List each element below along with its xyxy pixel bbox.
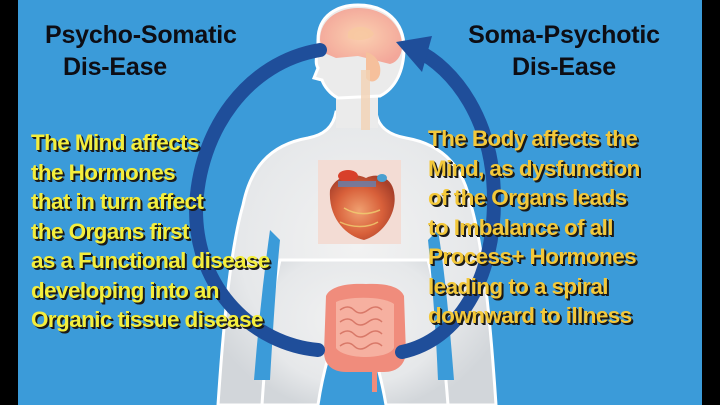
left-line: that in turn affect <box>31 189 204 214</box>
right-line: Process+ Hormones <box>428 244 637 269</box>
intestines-icon <box>324 283 406 392</box>
right-line: downward to illness <box>428 303 632 328</box>
slide: Psycho-Somatic Dis-Ease Soma-Psychotic D… <box>18 0 702 405</box>
heart-icon <box>318 160 401 244</box>
heading-psycho-somatic: Psycho-Somatic Dis-Ease <box>45 19 237 83</box>
heading-soma-psychotic: Soma-Psychotic Dis-Ease <box>444 19 684 83</box>
heading-left-line-2: Dis-Ease <box>63 53 168 81</box>
right-line: of the Organs leads <box>428 185 627 210</box>
left-line: the Organs first <box>31 218 190 244</box>
heading-right-line-2: Dis-Ease <box>511 53 616 81</box>
right-description: The Body affects the Mind, as dysfunctio… <box>428 124 640 331</box>
right-line: leading to a spiral <box>428 273 609 299</box>
letterbox-right <box>702 0 720 405</box>
heading-right-line-1: Soma-Psychotic <box>468 21 660 49</box>
letterbox-left <box>0 0 18 405</box>
heading-left-line-1: Psycho-Somatic <box>45 21 237 49</box>
left-line: The Mind affects <box>31 130 200 155</box>
left-line: Organic tissue disease <box>31 307 264 332</box>
brain-icon <box>320 8 402 130</box>
body-cycle-illustration <box>188 3 502 405</box>
cycle-arrow-icon <box>188 36 502 359</box>
right-line: to Imbalance of all <box>428 214 614 240</box>
human-body-icon <box>216 3 498 405</box>
left-description: The Mind affects the Hormones that in tu… <box>31 128 270 335</box>
right-line: Mind, as dysfunction <box>428 155 640 181</box>
left-line: developing into an <box>31 277 220 303</box>
left-line: as a Functional disease <box>31 248 270 273</box>
left-line: the Hormones <box>31 159 176 185</box>
right-line: The Body affects the <box>428 126 638 151</box>
